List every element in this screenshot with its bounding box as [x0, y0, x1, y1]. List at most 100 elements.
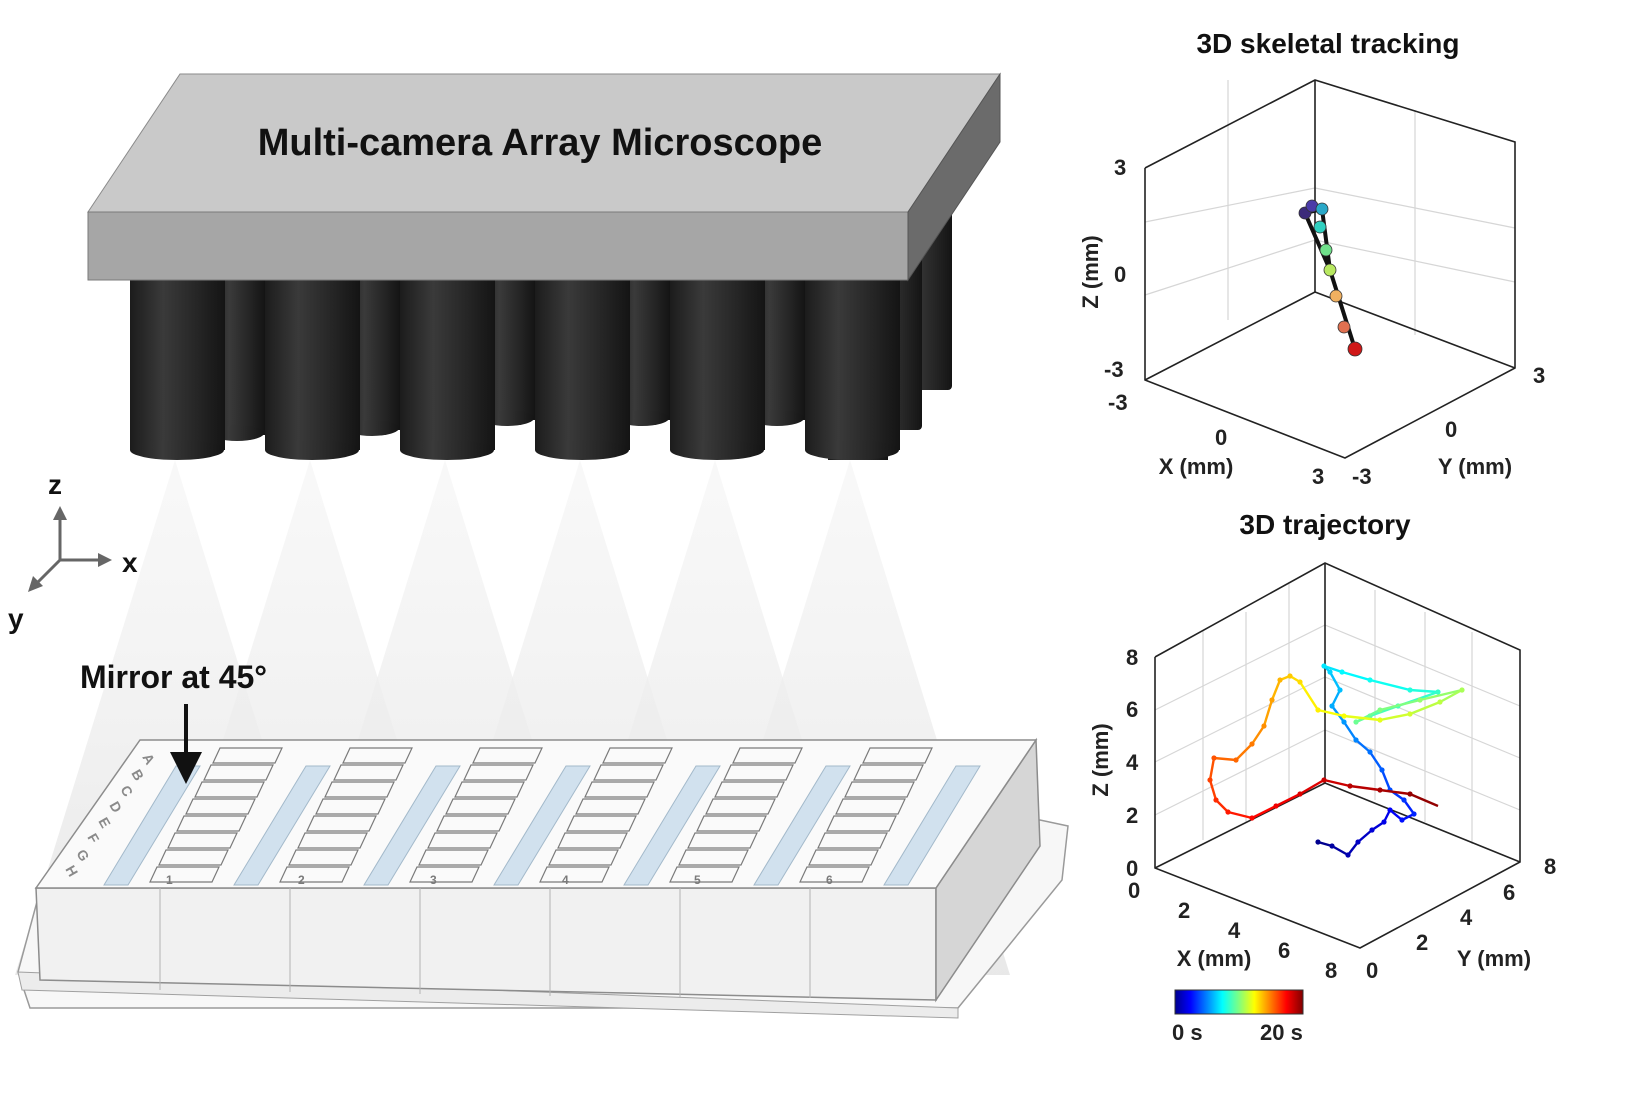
skeleton-joint: [1329, 289, 1343, 303]
trajectory-segment: [1380, 769, 1392, 791]
well: [714, 781, 785, 798]
trajectory-point: [1297, 791, 1303, 797]
skeletal-y-tick: 0: [1445, 417, 1457, 442]
trajectory-x-tick: 6: [1278, 938, 1290, 963]
column-number: 5: [694, 873, 701, 887]
well: [584, 781, 655, 798]
microscope-body: Multi-camera Array Microscope: [87, 72, 1001, 282]
axis-z-label: z: [48, 469, 62, 500]
trajectory-x-tick: 0: [1128, 878, 1140, 903]
trajectory-segment: [1341, 670, 1371, 682]
well: [158, 849, 229, 866]
colorbar-min-label: 0 s: [1172, 1020, 1203, 1045]
trajectory-point: [1437, 699, 1443, 705]
well: [853, 764, 924, 781]
trajectory-segment: [1369, 751, 1383, 771]
well: [817, 832, 888, 849]
well: [799, 866, 870, 883]
trajectory-plot: 3D trajectory 8 6 4 2 0 0 2 4 6: [1088, 509, 1556, 1045]
colorbar: [1174, 989, 1304, 1015]
trajectory-x-tick: 2: [1178, 898, 1190, 923]
trajectory-point: [1249, 741, 1255, 747]
mirror-strip: [233, 765, 331, 886]
well: [427, 832, 498, 849]
well: [557, 832, 628, 849]
trajectory-point: [1297, 679, 1303, 685]
well: [176, 815, 247, 832]
camera-lens: [535, 270, 630, 450]
trajectory-point: [1225, 809, 1231, 815]
skeletal-z-tick: 3: [1114, 155, 1126, 180]
axis-x-label: x: [122, 547, 138, 578]
column-number: 2: [298, 873, 305, 887]
trajectory-segment: [1343, 721, 1357, 741]
well: [808, 849, 879, 866]
trajectory-segment: [1369, 678, 1411, 692]
trajectory-y-tick: 0: [1366, 958, 1378, 983]
skeleton-joint: [1347, 341, 1363, 357]
trajectory-point: [1341, 713, 1347, 719]
well: [696, 815, 767, 832]
trajectory-point: [1347, 783, 1353, 789]
well: [445, 798, 516, 815]
trajectory-point: [1341, 719, 1347, 725]
trajectory-point: [1249, 815, 1255, 821]
trajectory-segment: [1331, 844, 1349, 857]
trajectory-point: [1287, 673, 1293, 679]
trajectory-point: [1345, 852, 1351, 858]
trajectory-point: [1401, 797, 1407, 803]
trajectory-segment: [1270, 679, 1282, 701]
well: [418, 849, 489, 866]
camera-lens: [265, 270, 360, 450]
trajectory-segment: [1275, 792, 1301, 808]
mirror-strip: [883, 765, 981, 886]
well: [575, 798, 646, 815]
mirror-strip: [363, 765, 461, 886]
trajectory-segment: [1330, 689, 1342, 707]
trajectory-segment: [1403, 799, 1415, 815]
trajectory-point: [1459, 687, 1465, 693]
trajectory-segment: [1379, 712, 1411, 722]
trajectory-point: [1277, 677, 1283, 683]
trajectory-point: [1353, 737, 1359, 743]
trajectory-segment: [1355, 739, 1371, 753]
trajectory-z-tick: 8: [1126, 645, 1138, 670]
trajectory-segment: [1251, 804, 1277, 820]
trajectory-point: [1367, 749, 1373, 755]
skeletal-plot: 3D skeletal tracking 3 0 -3 -3 0 3 -3 0 …: [1078, 28, 1545, 489]
trajectory-segment: [1409, 792, 1439, 808]
skeletal-x-tick: -3: [1108, 390, 1128, 415]
trajectory-x-tick: 8: [1325, 958, 1337, 983]
well: [472, 747, 543, 764]
trajectory-point: [1337, 687, 1343, 693]
trajectory-segment: [1213, 756, 1237, 762]
trajectory-point: [1367, 677, 1373, 683]
trajectory-point: [1273, 803, 1279, 809]
well: [149, 866, 220, 883]
skeleton-joint: [1319, 243, 1333, 257]
mirror-strip: [753, 765, 851, 886]
well: [669, 866, 740, 883]
trajectory-segment: [1379, 698, 1421, 712]
trajectory-segment: [1328, 671, 1342, 691]
trajectory-point: [1321, 777, 1327, 783]
skeletal-z-tick: 0: [1114, 262, 1126, 287]
column-number: 4: [562, 873, 569, 887]
trajectory-segment: [1208, 779, 1218, 801]
trajectory-y-tick: 6: [1503, 880, 1515, 905]
trajectory-point: [1387, 807, 1393, 813]
trajectory-point: [1315, 839, 1321, 845]
trajectory-point: [1233, 757, 1239, 763]
trajectory-segment: [1215, 799, 1229, 813]
trajectory-z-tick: 0: [1126, 856, 1138, 881]
trajectory-x-tick: 4: [1228, 918, 1241, 943]
trajectory-segment: [1317, 708, 1345, 718]
trajectory-z-label: Z (mm): [1088, 723, 1113, 796]
well: [835, 798, 906, 815]
microscope-title: Multi-camera Array Microscope: [258, 122, 823, 164]
trajectory-point: [1261, 723, 1267, 729]
well: [723, 764, 794, 781]
well: [687, 832, 758, 849]
camera-lens: [400, 270, 495, 450]
trajectory-point: [1377, 787, 1383, 793]
